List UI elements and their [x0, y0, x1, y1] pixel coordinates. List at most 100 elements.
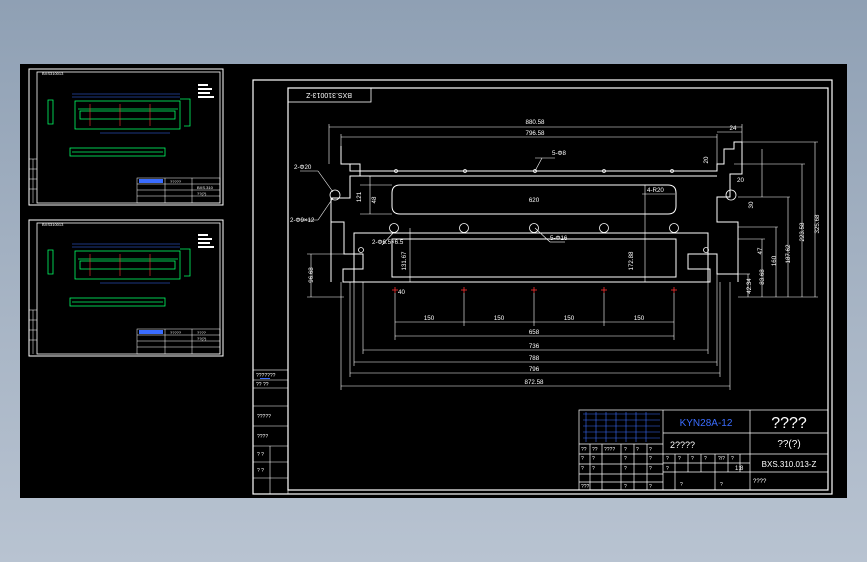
row-e-3: ? [680, 482, 683, 488]
dim-20a: 20 [703, 156, 710, 163]
row-d-2: ? [624, 466, 627, 472]
thumb1-grid [139, 179, 163, 183]
dim-96-68: 96.68 [308, 267, 315, 283]
dim-48: 48 [371, 196, 378, 203]
scale-value: 1:8 [735, 466, 744, 472]
part-holes [329, 169, 737, 253]
title-block [578, 409, 829, 491]
thumb2-title: BXS310013 [42, 222, 64, 227]
scale-label: ??(?) [777, 439, 800, 450]
dim-5-phi8: 5-Φ8 [552, 150, 566, 157]
dim-880-58: 880.58 [526, 119, 545, 126]
row-c-0: ? [581, 456, 584, 462]
dim-796-58: 796.58 [526, 130, 545, 137]
dim-20b: 20 [737, 177, 744, 184]
row-e-0: ??? [581, 484, 590, 490]
material: 2???? [670, 440, 695, 450]
dim-42-34: 42.34 [746, 278, 753, 294]
row-d-3: ? [649, 466, 652, 472]
row-c-3: ? [649, 456, 652, 462]
dim-30: 30 [748, 201, 755, 208]
dim-2-phi6-5: 2-Φ6.5×6.5 [372, 239, 404, 246]
thumb1-code: BXS.310 [197, 185, 214, 190]
dim-620: 620 [529, 197, 540, 204]
row-a-5: ? [649, 447, 652, 453]
dim-5-phi16: 5-Φ16 [550, 235, 568, 242]
thumb2-centerlines [89, 254, 151, 276]
row-a-4: ? [636, 447, 639, 453]
thumb1-notes [198, 84, 214, 98]
dim-872-58: 872.58 [525, 379, 544, 386]
thumb2-leftstrip [29, 309, 37, 354]
left-margin-blue [260, 378, 270, 379]
left-row-4: ???? [257, 434, 268, 440]
row-c-2: ? [624, 456, 627, 462]
dim-121: 121 [356, 191, 363, 202]
thumb1-title: BXS310013 [42, 71, 64, 76]
row-a-2: ???? [604, 447, 615, 453]
row-a-0: ?? [581, 447, 587, 453]
thumb1-dims [72, 93, 180, 134]
thumbnail-sheet-1[interactable]: BXS310013 [28, 68, 224, 206]
thumb1-block-title: ????? [170, 179, 182, 184]
part-red-marks [392, 287, 677, 293]
thumb2-dims [72, 243, 180, 284]
dim-150a: 150 [424, 315, 435, 322]
row-a-1: ?? [592, 447, 598, 453]
dim-172-88: 172.88 [628, 251, 635, 270]
row-b-6: ? [666, 466, 669, 472]
dim-788: 788 [529, 355, 540, 362]
left-row-5: ? ? [257, 452, 264, 458]
dim-40: 40 [398, 289, 405, 296]
row-b-5: ? [731, 456, 734, 462]
dim-2-phi9x12: 2-Φ9×12 [290, 217, 315, 224]
row-a-3: ? [624, 447, 627, 453]
cad-canvas[interactable]: BXS310013 [20, 64, 847, 498]
dim-2-phi20: 2-Φ20 [294, 164, 312, 171]
thumb2-sub: ??(?) [197, 336, 207, 341]
row-d-1: ? [592, 466, 595, 472]
row-e-2: ? [649, 484, 652, 490]
row-b-3: ? [704, 456, 707, 462]
sheet-info: ???? [753, 479, 767, 485]
left-row-6: ? ? [257, 468, 264, 474]
main-sheet[interactable]: BXS.310013-Z [252, 79, 833, 495]
dimension-lines [300, 124, 818, 390]
thumb2-part [47, 248, 191, 307]
dim-150d: 150 [634, 315, 645, 322]
left-row-2: ?? ?? [256, 382, 269, 388]
row-c-1: ? [592, 456, 595, 462]
thumb1-titleblock [136, 177, 221, 204]
thumb2-titleblock [136, 328, 221, 355]
row-e-1: ? [624, 484, 627, 490]
part-name: ???? [771, 415, 807, 432]
thumb1-sub: ??(?) [197, 191, 207, 196]
left-margin-text: ??????? ?? ?? ????? ???? ? ? ? ? [256, 373, 276, 474]
dimension-text: 880.58 796.58 24 5-Φ8 20 20 2-Φ20 121 48… [290, 119, 821, 386]
left-margin-block [252, 369, 289, 495]
dim-325-68: 325.68 [814, 214, 821, 233]
drawing-number: BXS.310.013-Z [762, 460, 817, 469]
row-b-2: ? [691, 456, 694, 462]
thumb2-code: ???? [197, 330, 207, 335]
dim-83-68: 83.68 [759, 269, 766, 285]
part-outline [330, 141, 743, 283]
left-row-3: ????? [257, 414, 271, 420]
thumbnail-sheet-2[interactable]: BXS310013 [28, 219, 224, 357]
rotated-code: BXS.310013-Z [305, 91, 352, 98]
row-b-1: ? [678, 456, 681, 462]
title-block-blue-grid [583, 412, 660, 442]
dim-223-58: 223.58 [799, 222, 806, 241]
dim-150c: 150 [564, 315, 575, 322]
dim-131-67: 131.67 [401, 251, 408, 270]
thumb1-leftstrip [29, 158, 37, 203]
dim-4-r20: 4-R20 [647, 187, 664, 194]
row-e-4: ? [720, 482, 723, 488]
dim-187-62: 187.62 [785, 244, 792, 263]
thumb1-centerlines [89, 104, 151, 126]
dim-796: 796 [529, 366, 540, 373]
dim-658: 658 [529, 329, 540, 336]
title-block-text: KYN28A-12 ???? 2???? ??(?) BXS.310.013-Z… [581, 415, 816, 490]
row-b-0: ? [666, 456, 669, 462]
dim-160: 160 [771, 255, 778, 266]
